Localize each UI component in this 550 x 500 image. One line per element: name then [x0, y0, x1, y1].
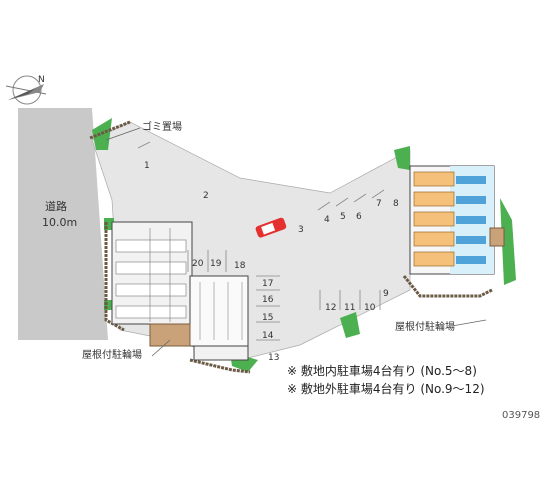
- hedge-left: [104, 222, 125, 332]
- note-offsite-parking: ※ 敷地外駐車場4台有り (No.9〜12): [287, 382, 485, 396]
- left-building-stairs: [189, 275, 249, 347]
- apartment-unit-3: [413, 211, 455, 227]
- parking-number-17: 17: [262, 279, 273, 289]
- parking-number-12: 12: [325, 303, 336, 313]
- parking-number-16: 16: [262, 295, 274, 305]
- parking-number-18: 18: [234, 261, 246, 271]
- compass-arrow-icon-2: [8, 88, 36, 100]
- parking-number-13: 13: [268, 353, 279, 363]
- bike-shelter-left: [149, 323, 191, 347]
- right-building: [409, 165, 505, 275]
- balcony: [456, 176, 486, 184]
- parking-number-8: 8: [393, 199, 399, 209]
- left-building-unit: [115, 239, 187, 253]
- parking-number-3: 3: [298, 225, 304, 235]
- bike-shelter-right: [489, 227, 505, 247]
- plan-code: 039798: [502, 410, 541, 421]
- balcony-2: [456, 196, 486, 204]
- car-icon: [255, 217, 287, 238]
- parking-number-5: 5: [340, 212, 346, 222]
- green-area-6: [394, 146, 410, 170]
- parking-stall-lines: [137, 141, 385, 341]
- bike-shelter-label-left: 屋根付駐輪場: [82, 348, 142, 361]
- parking-number-4: 4: [324, 215, 330, 225]
- balcony-3: [456, 216, 486, 224]
- parking-number-14: 14: [262, 331, 274, 341]
- balcony-4: [456, 236, 486, 244]
- road-width: 10.0m: [42, 216, 77, 229]
- parking-number-11: 11: [344, 303, 355, 313]
- parking-number-15: 15: [262, 313, 273, 323]
- parking-number-10: 10: [364, 303, 376, 313]
- compass-label: N: [38, 75, 45, 85]
- apartment-unit: [413, 171, 455, 187]
- road: [18, 108, 108, 340]
- garbage-leader-line: [105, 127, 141, 141]
- compass-line: [5, 85, 47, 95]
- road-name: 道路: [45, 199, 67, 213]
- parking-number-7: 7: [376, 199, 382, 209]
- apartment-unit-2: [413, 191, 455, 207]
- parking-number-6: 6: [356, 212, 362, 222]
- balcony-5: [456, 256, 486, 264]
- bike-shelter-label-right: 屋根付駐輪場: [395, 320, 455, 333]
- note-onsite-parking: ※ 敷地内駐車場4台有り (No.5〜8): [287, 364, 477, 378]
- hedges: [89, 120, 493, 374]
- green-area-7: [500, 198, 516, 285]
- left-building-unit-4: [115, 305, 187, 319]
- left-building-unit-3: [115, 283, 187, 297]
- apartment-unit-4: [413, 231, 455, 247]
- green-area-3: [104, 300, 112, 310]
- parking-number-20: 20: [192, 259, 204, 269]
- parking-number-9: 9: [383, 289, 389, 299]
- bike-left-leader-line: [151, 339, 171, 357]
- left-building: [111, 221, 249, 361]
- hedge-top: [89, 120, 131, 140]
- bike-right-leader-line: [451, 319, 487, 327]
- green-area-2: [104, 218, 114, 230]
- compass-arrow-icon: [8, 84, 44, 100]
- compass: N: [5, 75, 47, 105]
- parking-numbers: 1 2 3 4 5 6 7 8 9 10 11 12 13 14 15 16 1…: [144, 161, 399, 363]
- green-area-5: [340, 312, 360, 338]
- garbage-area-label: ゴミ置場: [142, 120, 182, 133]
- hedge-bottom: [189, 358, 251, 374]
- car-window: [261, 222, 276, 235]
- parking-number-2: 2: [203, 191, 209, 201]
- parking-number-1: 1: [144, 161, 150, 171]
- bike-shelter-bottom: [193, 345, 249, 361]
- left-building-unit-2: [115, 261, 187, 275]
- hedge-right: [402, 275, 493, 298]
- parking-number-19: 19: [210, 259, 222, 269]
- apartment-unit-5: [413, 251, 455, 267]
